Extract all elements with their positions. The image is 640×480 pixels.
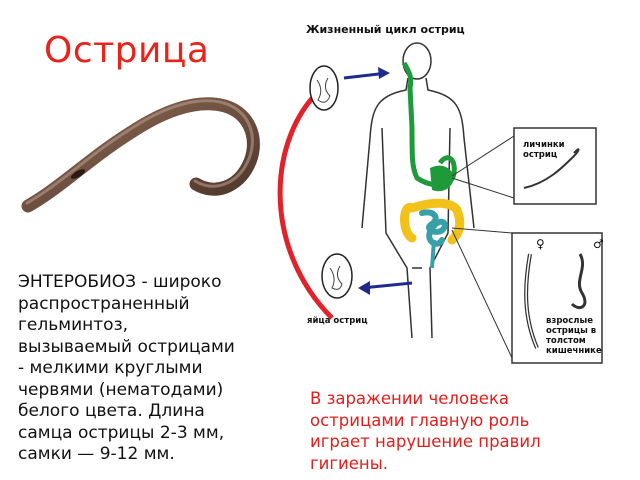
enterobiasis-description: ЭНТЕРОБИОЗ - широко распространенный гел… bbox=[18, 272, 235, 464]
egg-bottom-icon bbox=[321, 253, 353, 299]
adults-label: взрослые острицы в толстом кишечнике bbox=[546, 316, 602, 356]
larvae-label: личинки остриц bbox=[523, 140, 565, 160]
life-cycle-diagram bbox=[277, 42, 603, 364]
eggs-label: яйца остриц bbox=[307, 316, 368, 326]
egg-top-icon bbox=[309, 65, 339, 111]
infection-note: В заражении человека острицами главную р… bbox=[310, 389, 541, 473]
slide-title: Острица bbox=[44, 30, 210, 71]
human-body-outline bbox=[361, 42, 475, 339]
life-cycle-title: Жизненный цикл остриц bbox=[306, 23, 465, 36]
larvae-inset bbox=[513, 127, 597, 205]
pinworm-photo bbox=[21, 97, 260, 213]
male-symbol-icon: ♂ bbox=[593, 237, 604, 251]
female-symbol-icon: ♀ bbox=[536, 237, 545, 251]
